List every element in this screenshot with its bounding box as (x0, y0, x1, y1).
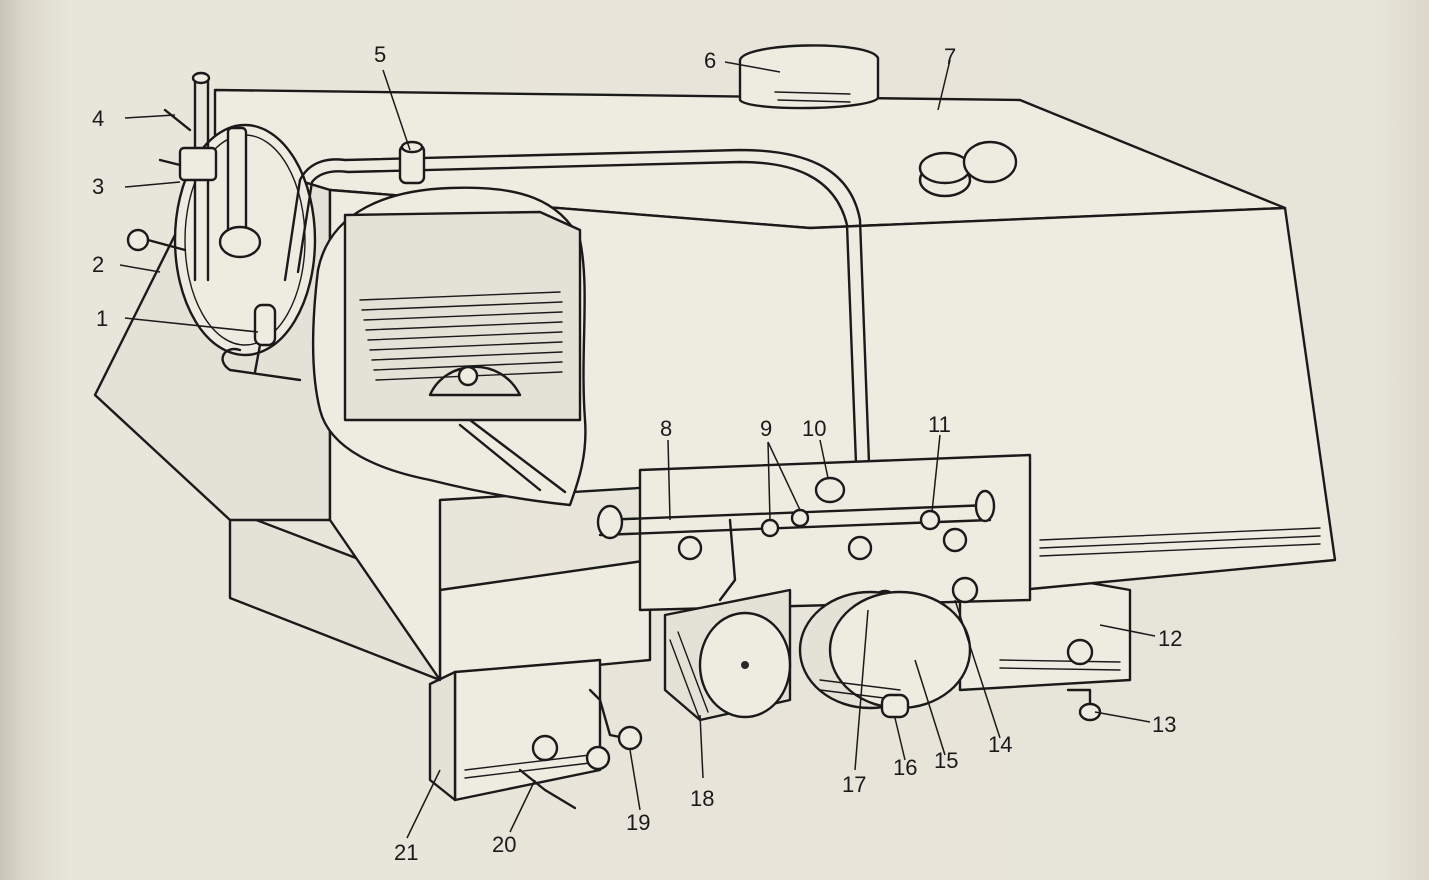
leader-lines (119, 59, 1156, 839)
callout-labels: 1 2 3 4 5 6 7 8 9 10 11 12 13 14 15 16 1… (92, 42, 1182, 865)
top-pipe (221, 140, 872, 492)
label-2: 2 (92, 252, 104, 277)
label-19: 19 (626, 810, 650, 835)
label-13: 13 (1152, 712, 1176, 737)
label-1: 1 (96, 306, 108, 331)
pump-18 (663, 588, 792, 722)
label-21: 21 (394, 840, 418, 865)
bottom-box-21 (428, 658, 602, 802)
valve-manifold (596, 453, 1032, 617)
label-9: 9 (760, 416, 772, 441)
label-16: 16 (893, 755, 917, 780)
side-valves (518, 638, 1102, 810)
filler-caps (918, 140, 1018, 198)
label-7: 7 (944, 44, 956, 69)
cutaway-window (311, 186, 587, 507)
label-18: 18 (690, 786, 714, 811)
label-8: 8 (660, 416, 672, 441)
label-12: 12 (1158, 626, 1182, 651)
label-17: 17 (842, 772, 866, 797)
label-20: 20 (492, 832, 516, 857)
filler-box-6 (738, 44, 880, 110)
hatch-assembly (126, 71, 317, 374)
label-14: 14 (988, 732, 1012, 757)
label-3: 3 (92, 174, 104, 199)
pump-15 (798, 590, 972, 719)
label-5: 5 (374, 42, 386, 67)
label-4: 4 (92, 106, 104, 131)
label-6: 6 (704, 48, 716, 73)
label-15: 15 (934, 748, 958, 773)
label-10: 10 (802, 416, 826, 441)
label-11: 11 (928, 412, 951, 437)
